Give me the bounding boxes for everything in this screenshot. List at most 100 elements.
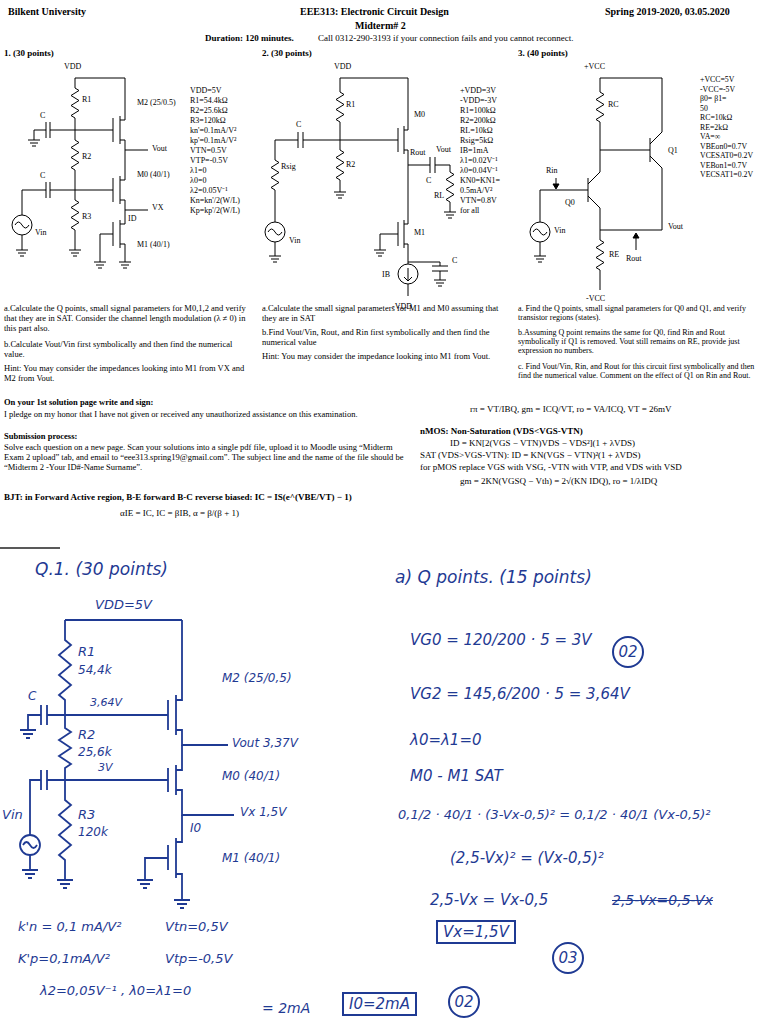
printed-text: Solve each question on a new page. Scan … bbox=[4, 443, 404, 472]
printed-text: C bbox=[40, 171, 45, 180]
printed-text: Vout bbox=[436, 145, 451, 154]
schematic-stroke bbox=[28, 122, 75, 146]
q1-schematic bbox=[12, 78, 148, 268]
printed-text: 0.5mA/V² bbox=[460, 186, 492, 195]
printed-text: R2 bbox=[82, 152, 91, 161]
schematic-stroke bbox=[16, 235, 28, 256]
schematic-stroke bbox=[22, 182, 75, 215]
handwritten-text: λ2=0,05V⁻¹ , λ0=λ1=0 bbox=[40, 984, 191, 999]
printed-text: gm = 2KN(VGSQ − Vth) = 2√(KN IDQ), ro = … bbox=[460, 476, 657, 486]
circled-mark: 03 bbox=[552, 942, 584, 974]
printed-text: Midterm# 2 bbox=[355, 20, 406, 32]
answer-text: 02 bbox=[618, 643, 637, 661]
printed-text: IB=1mA bbox=[460, 146, 489, 155]
schematic-stroke bbox=[334, 140, 346, 198]
handwritten-text: Vtp=-0,5V bbox=[165, 952, 232, 967]
schematic-stroke bbox=[20, 835, 40, 855]
handwritten-text: Vtn=0,5V bbox=[165, 920, 228, 935]
printed-text: R1=54.4kΩ bbox=[190, 96, 228, 105]
printed-text: Hint: You may consider the impedance loo… bbox=[262, 352, 510, 362]
printed-text: C bbox=[426, 176, 431, 185]
schematic-stroke bbox=[75, 78, 148, 150]
printed-text: λ0=0 bbox=[190, 176, 206, 185]
printed-text: R3 bbox=[82, 212, 91, 221]
schematic-stroke bbox=[12, 215, 32, 235]
schematic-stroke bbox=[600, 78, 662, 79]
printed-text: R1 bbox=[346, 100, 355, 109]
schematic-stroke bbox=[374, 222, 398, 256]
schematic-stroke bbox=[137, 845, 168, 888]
printed-text: R2 bbox=[346, 160, 355, 169]
printed-text: c. Find Vout/Vin, Rin, and Rout for this… bbox=[518, 362, 764, 380]
schematic-stroke bbox=[588, 196, 604, 290]
printed-text: SAT (VDS>VGS-VTN): ID = KN(VGS − VTN)²(1… bbox=[420, 450, 641, 460]
schematic-stroke bbox=[65, 745, 234, 815]
schematic-stroke bbox=[75, 150, 148, 210]
printed-text: M1 bbox=[414, 228, 425, 237]
printed-text: β0= β1= bbox=[700, 95, 726, 104]
printed-text: R1=100kΩ bbox=[460, 106, 496, 115]
schematic-stroke bbox=[534, 242, 546, 262]
printed-text: Vout bbox=[668, 222, 683, 231]
printed-text: Rsig=5kΩ bbox=[460, 136, 493, 145]
printed-text: Vin bbox=[554, 226, 566, 235]
printed-text: M2 (25/0.5) bbox=[137, 98, 176, 107]
printed-text: Vin bbox=[289, 236, 301, 245]
printed-text: VDD bbox=[334, 62, 351, 71]
printed-text: VBEon0=0.7V bbox=[700, 143, 747, 152]
printed-text: On your 1st solution page write and sign… bbox=[4, 398, 153, 408]
printed-text: M0 (40/1) bbox=[137, 170, 170, 179]
printed-text: kn'=0.1mA/V² bbox=[190, 126, 236, 135]
boxed-answer: I0=2mA bbox=[342, 992, 417, 1016]
schematic-stroke bbox=[533, 229, 547, 235]
handwritten-text: (2,5-Vx)² = (Vx-0,5)² bbox=[450, 850, 604, 867]
handwritten-text: 0,1/2 · 40/1 · (3-Vx-0,5)² = 0,1/2 · 40/… bbox=[398, 808, 711, 823]
schematic-stroke bbox=[336, 78, 344, 140]
printed-text: Q0 bbox=[565, 198, 575, 207]
printed-text: C bbox=[452, 256, 457, 265]
schematic-stroke bbox=[71, 78, 79, 130]
schematic-stroke bbox=[404, 165, 408, 264]
schematic-stroke bbox=[22, 855, 38, 878]
handwritten-text: 54,4k bbox=[78, 664, 112, 678]
printed-text: Call 0312-290-3193 if your connection fa… bbox=[318, 33, 573, 43]
handwritten-text: M0 (40/1) bbox=[222, 770, 280, 784]
printed-text: ID bbox=[128, 214, 136, 223]
schematic-stroke bbox=[57, 780, 73, 888]
handwritten-text: Vin bbox=[2, 808, 23, 823]
schematic-stroke bbox=[275, 132, 340, 148]
schematic-stroke bbox=[20, 705, 65, 738]
printed-text: b.Find Vout/Vin, Rout, and Rin first sym… bbox=[262, 328, 510, 348]
schematic-stroke bbox=[94, 222, 113, 268]
schematic-stroke bbox=[596, 78, 604, 150]
printed-text: Bilkent University bbox=[8, 6, 86, 18]
printed-text: IB bbox=[382, 270, 390, 279]
handwritten-text: 120k bbox=[78, 826, 108, 840]
schematic-stroke bbox=[71, 130, 79, 190]
schematic-stroke bbox=[174, 815, 190, 908]
schematic-stroke bbox=[340, 78, 408, 79]
handwritten-text: VG2 = 145,6/200 · 5 = 3,64V bbox=[410, 686, 630, 703]
handwritten-text: 25,6k bbox=[78, 746, 112, 760]
handwritten-text: 3V bbox=[98, 762, 113, 775]
schematic-stroke bbox=[265, 222, 285, 242]
circled-mark: 02 bbox=[448, 986, 480, 1018]
printed-text: M0 bbox=[414, 110, 425, 119]
printed-text: αIE = IC, IC = βIB, α = β/(β + 1) bbox=[120, 508, 239, 518]
schematic-stroke bbox=[340, 78, 408, 165]
handwritten-text: k'n = 0,1 mA/V² bbox=[18, 920, 121, 935]
printed-text: Q1 bbox=[668, 146, 678, 155]
printed-text: Vout bbox=[152, 144, 167, 153]
printed-text: 50 bbox=[700, 105, 708, 114]
printed-text: 2. (30 points) bbox=[262, 48, 312, 58]
schematic-stroke bbox=[71, 190, 79, 250]
schematic-stroke bbox=[65, 619, 182, 621]
handwritten-schematic bbox=[20, 620, 234, 908]
printed-text: R2=200kΩ bbox=[460, 116, 496, 125]
printed-text: I pledge on my honor that I have not giv… bbox=[4, 410, 404, 420]
handwritten-text: Vx 1,5V bbox=[240, 806, 286, 820]
schematic-stroke bbox=[269, 242, 281, 262]
printed-text: Rout bbox=[626, 254, 642, 263]
handwritten-text: M0 - M1 SAT bbox=[410, 768, 503, 785]
